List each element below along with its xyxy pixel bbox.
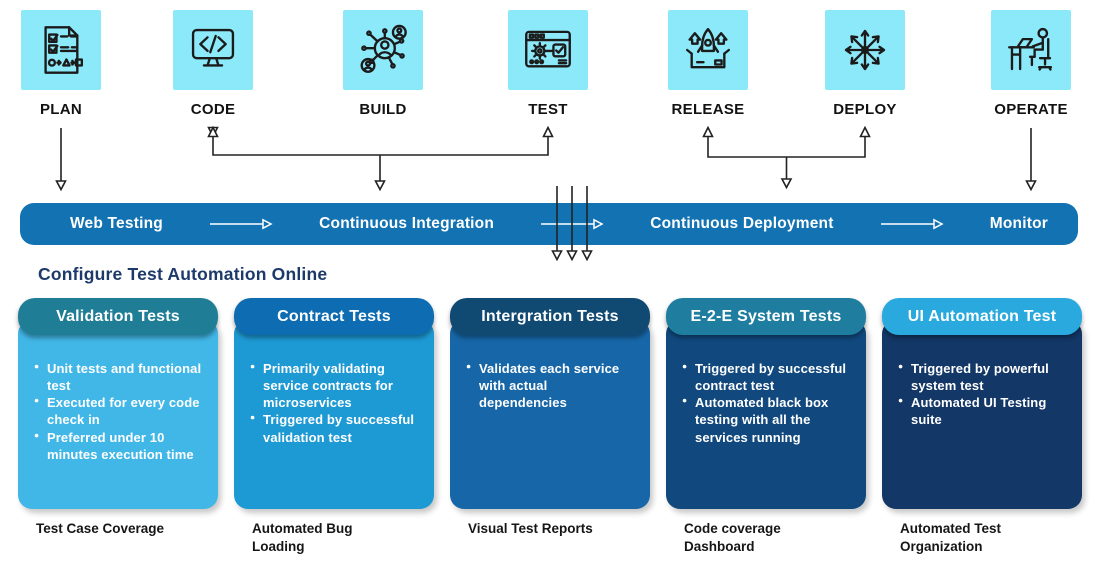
stage-label-build: BUILD	[359, 101, 407, 118]
card-caption: Automated Bug Loading	[252, 521, 353, 554]
banner-item-continuous-deployment: Continuous Deployment	[650, 215, 834, 232]
stage-label-code: CODE	[190, 101, 236, 118]
card-bullet: Primarily validating service contracts f…	[250, 360, 422, 411]
stage-label-release: RELEASE	[671, 101, 745, 118]
card-title: UI Automation Test	[882, 298, 1082, 335]
stage-release: RELEASE	[653, 10, 763, 118]
stage-code: CODE	[158, 10, 268, 118]
stage-plan: PLAN	[6, 10, 116, 118]
card-bullet: Automated black box testing with all the…	[682, 394, 854, 445]
card-body: Primarily validating service contracts f…	[234, 320, 434, 509]
card-title: Contract Tests	[234, 298, 434, 335]
deploy-arrows-icon	[825, 10, 905, 90]
test-browser-icon	[508, 10, 588, 90]
stage-build: BUILD	[328, 10, 438, 118]
card-caption: Code coverage Dashboard	[684, 521, 781, 554]
card-validation-tests: Validation Tests Unit tests and function…	[18, 298, 218, 536]
card-caption: Automated Test Organization	[900, 521, 1002, 554]
stage-operate: OPERATE	[976, 10, 1086, 118]
stage-deploy: DEPLOY	[810, 10, 920, 118]
code-monitor-icon	[173, 10, 253, 90]
release-rocket-icon	[668, 10, 748, 90]
operate-workstation-icon	[991, 10, 1071, 90]
banner-item-monitor: Monitor	[989, 215, 1048, 232]
flow-arrow-icon	[880, 218, 944, 230]
card-body: Triggered by powerful system test Automa…	[882, 320, 1082, 509]
stage-test: TEST	[493, 10, 603, 118]
card-bullet: Executed for every code check in	[34, 394, 206, 428]
banner-item-continuous-integration: Continuous Integration	[319, 215, 495, 232]
pipeline-banner: Web Testing Continuous Integration Conti…	[20, 203, 1078, 245]
card-bullet: Triggered by successful contract test	[682, 360, 854, 394]
banner-item-web-testing: Web Testing	[70, 215, 163, 232]
card-bullet: Triggered by successful validation test	[250, 411, 422, 445]
stage-label-deploy: DEPLOY	[833, 101, 897, 118]
card-ui-automation-test: UI Automation Test Triggered by powerful…	[882, 298, 1082, 554]
flow-arrow-icon	[210, 218, 273, 230]
card-bullet: Unit tests and functional test	[34, 360, 206, 394]
card-intergration-tests: Intergration Tests Validates each servic…	[450, 298, 650, 536]
card-body: Validates each service with actual depen…	[450, 320, 650, 509]
card-bullet: Automated UI Testing suite	[898, 394, 1070, 428]
stage-label-operate: OPERATE	[994, 101, 1068, 118]
card-title: Validation Tests	[18, 298, 218, 335]
card-title: Intergration Tests	[450, 298, 650, 335]
card-bullet: Preferred under 10 minutes execution tim…	[34, 429, 206, 463]
stage-label-test: TEST	[528, 101, 568, 118]
section-heading: Configure Test Automation Online	[38, 264, 328, 284]
card-bullet: Triggered by powerful system test	[898, 360, 1070, 394]
card-caption: Test Case Coverage	[36, 521, 165, 536]
card-title: E-2-E System Tests	[666, 298, 866, 335]
stage-label-plan: PLAN	[39, 101, 83, 118]
card-caption: Visual Test Reports	[468, 521, 593, 536]
flow-arrow-icon	[541, 218, 604, 230]
card-body: Triggered by successful contract test Au…	[666, 320, 866, 509]
build-network-icon	[343, 10, 423, 90]
card-contract-tests: Contract Tests Primarily validating serv…	[234, 298, 434, 554]
card-e2e-system-tests: E-2-E System Tests Triggered by successf…	[666, 298, 866, 554]
card-body: Unit tests and functional test Executed …	[18, 320, 218, 509]
card-bullet: Validates each service with actual depen…	[466, 360, 638, 411]
plan-document-icon	[21, 10, 101, 90]
